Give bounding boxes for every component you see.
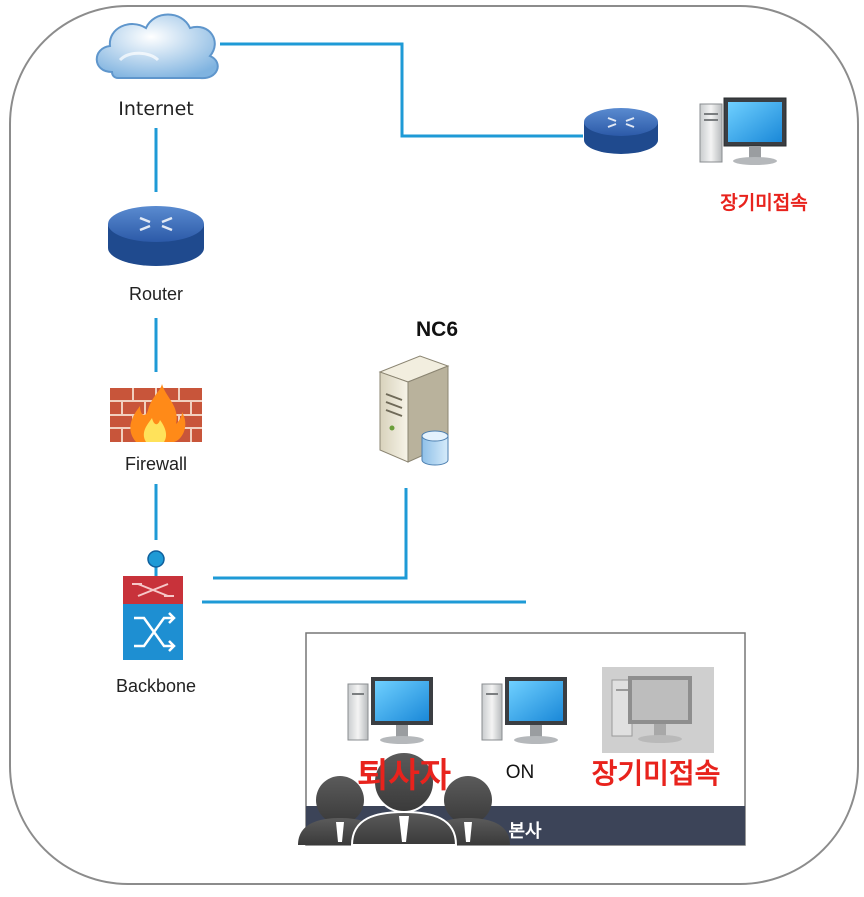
remote-pc-label: 장기미접속 [720, 192, 808, 214]
cloud-icon [95, 13, 219, 80]
firewall-icon [110, 384, 202, 442]
office-pc-inactive-label: 장기미접속 [591, 757, 721, 790]
office-pc-inactive-icon [602, 667, 714, 753]
internet-label: Internet [118, 98, 194, 120]
server-icon [378, 355, 450, 466]
backbone-label: Backbone [115, 676, 197, 696]
office-pc-retired-label: 퇴사자 [357, 756, 451, 796]
office-pc-on-label: ON [505, 762, 535, 783]
office-pc-retired-icon [347, 677, 433, 744]
firewall-label: Firewall [124, 454, 188, 474]
connection-lines [154, 42, 583, 604]
router-label: Router [128, 284, 184, 304]
remote-router-icon [584, 108, 658, 154]
link-backbone-server [213, 488, 408, 580]
remote-pc-icon [699, 97, 787, 165]
link-internet-remote [220, 42, 583, 138]
people-group-icon [298, 751, 510, 846]
router-icon [108, 206, 204, 266]
office-title: 본사 [508, 821, 542, 842]
server-label: NC6 [415, 318, 459, 341]
office-pc-on-icon [481, 677, 567, 744]
backbone-switch-icon [123, 550, 183, 660]
